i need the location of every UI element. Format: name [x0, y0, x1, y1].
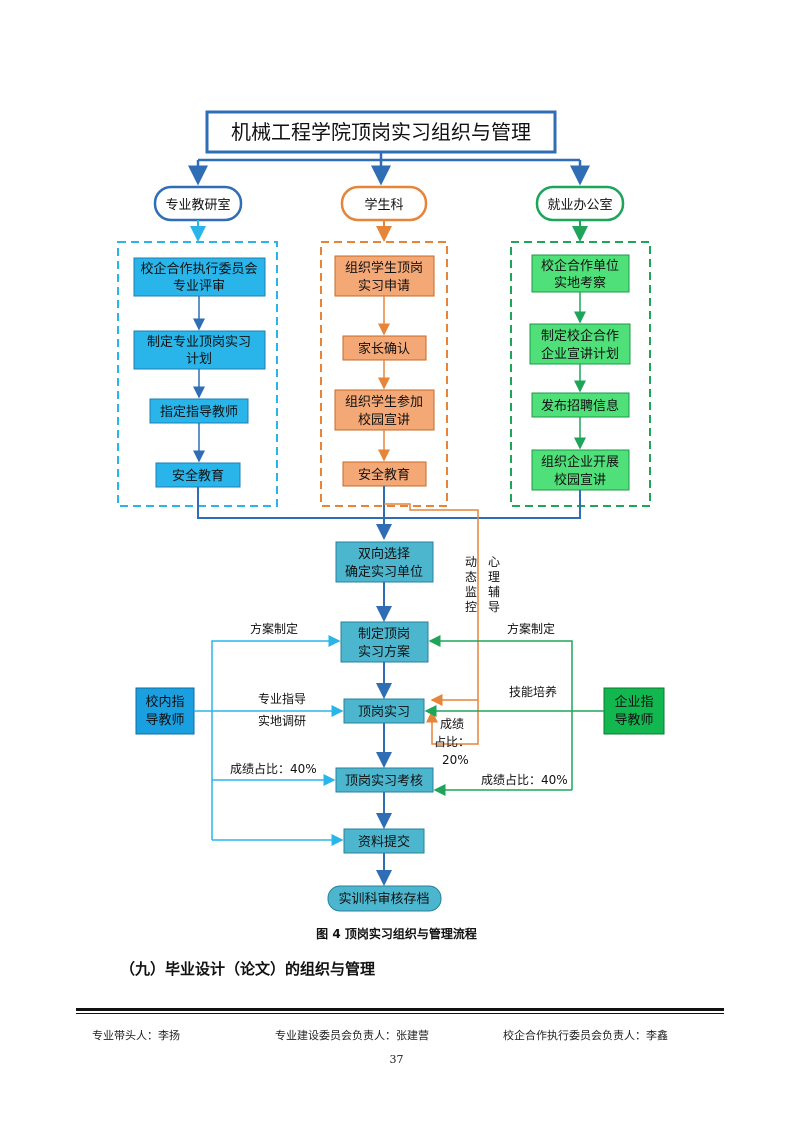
research-step-2-line1: 制定专业顶岗实习 [147, 335, 251, 350]
company-teacher-line2: 导教师 [614, 712, 653, 728]
label-dynamic-2: 态 [465, 570, 477, 584]
school-teacher: 校内指 导教师 [135, 635, 344, 846]
label-counsel-3: 辅 [488, 585, 500, 599]
plan-line1: 制定顶岗 [358, 627, 410, 642]
archive-label: 实训科审核存档 [338, 892, 429, 907]
figure-caption: 图 4 顶岗实习组织与管理流程 [316, 927, 477, 941]
monitoring-line [384, 503, 479, 745]
plan-line2: 实习方案 [358, 644, 410, 660]
page-number: 37 [389, 1053, 404, 1066]
dept-employment: 就业办公室 [535, 185, 625, 222]
select-line1: 双向选择 [358, 546, 410, 562]
dept-employment-label: 就业办公室 [547, 197, 612, 213]
label-score-mid-2: 占比： [434, 734, 470, 749]
research-step-1-line2: 专业评审 [173, 279, 225, 294]
research-group [117, 241, 278, 507]
label-skills: 技能培养 [509, 684, 557, 699]
student-step-3-line1: 组织学生参加 [345, 394, 423, 410]
student-step-1-line1: 组织学生顶岗 [345, 260, 423, 276]
merge-lines [197, 486, 581, 540]
label-score-left: 成绩占比：40% [230, 761, 317, 776]
diagram-title-text: 机械工程学院顶岗实习组织与管理 [231, 120, 531, 144]
central-flow: 双向选择 确定实习单位 制定顶岗 实习方案 顶岗实习 顶岗实习考核 资料提交 实… [327, 541, 442, 912]
title-branch-lines [188, 152, 590, 186]
label-counsel-1: 心 [488, 555, 500, 569]
employment-step-1-line1: 校企合作单位 [541, 258, 619, 274]
school-teacher-line2: 导教师 [145, 712, 184, 728]
label-counsel-2: 理 [488, 570, 500, 584]
research-step-1-line1: 校企合作执行委员会 [140, 261, 257, 277]
student-step-1-line2: 实习申请 [358, 279, 410, 294]
label-guidance-2: 实地调研 [258, 713, 306, 728]
label-score-mid-3: 20% [442, 753, 469, 767]
footer-rule-thick [76, 1008, 724, 1011]
label-score-mid-1: 成绩 [440, 717, 464, 731]
dept-student: 学生科 [340, 185, 428, 222]
employment-step-1-line2: 实地考察 [554, 276, 606, 291]
label-plan-left: 方案制定 [250, 621, 298, 636]
research-step-2-line2: 计划 [186, 352, 212, 367]
employment-step-4-line2: 校园宣讲 [554, 472, 606, 488]
footer-committee: 专业建设委员会负责人：张建营 [275, 1029, 429, 1042]
student-step-4: 安全教育 [358, 467, 410, 483]
dept-student-label: 学生科 [364, 197, 403, 213]
research-step-4: 安全教育 [172, 468, 224, 484]
dept-research: 专业教研室 [153, 185, 243, 222]
footer-rule-thin [76, 1013, 724, 1014]
label-dynamic-4: 控 [465, 600, 477, 614]
label-counsel-4: 导 [488, 600, 500, 614]
label-dynamic-1: 动 [465, 555, 477, 569]
student-step-2: 家长确认 [358, 341, 410, 357]
school-teacher-line1: 校内指 [145, 694, 184, 710]
label-plan-right: 方案制定 [507, 621, 555, 636]
submit-label: 资料提交 [358, 834, 410, 850]
label-score-right: 成绩占比：40% [481, 772, 568, 787]
employment-step-3: 发布招聘信息 [541, 398, 619, 414]
employment-steps: 校企合作单位 实地考察 制定校企合作 企业宣讲计划 发布招聘信息 组织企业开展 … [529, 254, 631, 491]
internship-label: 顶岗实习 [358, 705, 410, 720]
footer-lead: 专业带头人：李扬 [92, 1029, 180, 1042]
label-guidance-1: 专业指导 [258, 691, 306, 706]
footer-coop: 校企合作执行委员会负责人：李鑫 [503, 1029, 668, 1042]
research-steps: 校企合作执行委员会 专业评审 制定专业顶岗实习 计划 指定指导教师 安全教育 [133, 257, 266, 488]
employment-step-2-line1: 制定校企合作 [541, 328, 619, 344]
student-steps: 组织学生顶岗 实习申请 家长确认 组织学生参加 校园宣讲 安全教育 [334, 255, 435, 487]
employment-step-4-line1: 组织企业开展 [541, 454, 619, 470]
company-teacher: 企业指 导教师 [424, 635, 665, 796]
section-heading: （九）毕业设计（论文）的组织与管理 [120, 960, 376, 978]
employment-step-2-line2: 企业宣讲计划 [541, 346, 619, 362]
edge-labels: 方案制定 方案制定 专业指导 实地调研 技能培养 成绩占比：40% 成绩占比：4… [230, 555, 568, 787]
dept-research-label: 专业教研室 [165, 197, 230, 213]
assessment-label: 顶岗实习考核 [345, 774, 423, 789]
research-step-3: 指定指导教师 [160, 404, 238, 420]
select-line2: 确定实习单位 [345, 565, 423, 580]
label-dynamic-3: 监 [465, 585, 477, 599]
company-teacher-line1: 企业指 [614, 694, 653, 710]
student-step-3-line2: 校园宣讲 [358, 412, 410, 428]
diagram-title: 机械工程学院顶岗实习组织与管理 [205, 110, 557, 154]
